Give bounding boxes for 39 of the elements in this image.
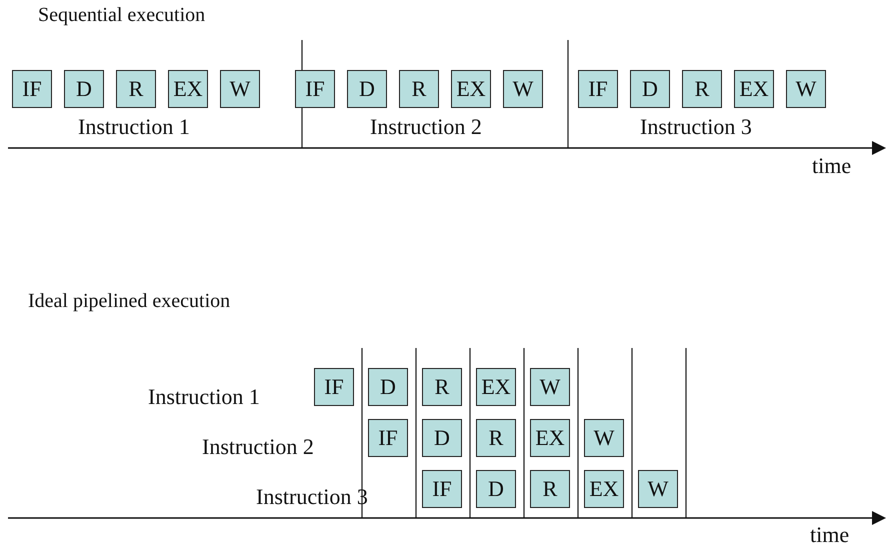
stage-box: D	[368, 368, 408, 406]
stage-box: EX	[734, 70, 774, 108]
stage-box: R	[682, 70, 722, 108]
axis-label: time	[810, 522, 850, 548]
stage-box: R	[422, 368, 462, 406]
stage-box: IF	[368, 419, 408, 457]
stage-box: IF	[295, 70, 335, 108]
stage-box: W	[584, 419, 624, 457]
stage-box: EX	[584, 470, 624, 508]
stage-box: D	[347, 70, 387, 108]
stage-box: EX	[530, 419, 570, 457]
stage-box: W	[786, 70, 826, 108]
stage-box: W	[638, 470, 678, 508]
row-label: Instruction 3	[640, 114, 752, 140]
stage-box: IF	[314, 368, 354, 406]
stage-box: R	[476, 419, 516, 457]
stage-box: R	[116, 70, 156, 108]
stage-box: D	[64, 70, 104, 108]
stage-box: D	[422, 419, 462, 457]
stage-box: W	[503, 70, 543, 108]
heading: Sequential execution	[38, 4, 206, 27]
row-label: Instruction 2	[370, 114, 482, 140]
stage-box: EX	[476, 368, 516, 406]
axis-label: time	[812, 153, 852, 179]
row-label: Instruction 1	[148, 384, 260, 410]
stage-box: R	[399, 70, 439, 108]
stage-box: IF	[578, 70, 618, 108]
stage-box: D	[476, 470, 516, 508]
stage-box: W	[220, 70, 260, 108]
stage-box: W	[530, 368, 570, 406]
stage-box: D	[630, 70, 670, 108]
row-label: Instruction 2	[202, 434, 314, 460]
stage-box: R	[530, 470, 570, 508]
heading: Ideal pipelined execution	[28, 290, 230, 313]
stage-box: IF	[422, 470, 462, 508]
stage-box: EX	[451, 70, 491, 108]
stage-box: EX	[168, 70, 208, 108]
stage-box: IF	[12, 70, 52, 108]
row-label: Instruction 1	[78, 114, 190, 140]
